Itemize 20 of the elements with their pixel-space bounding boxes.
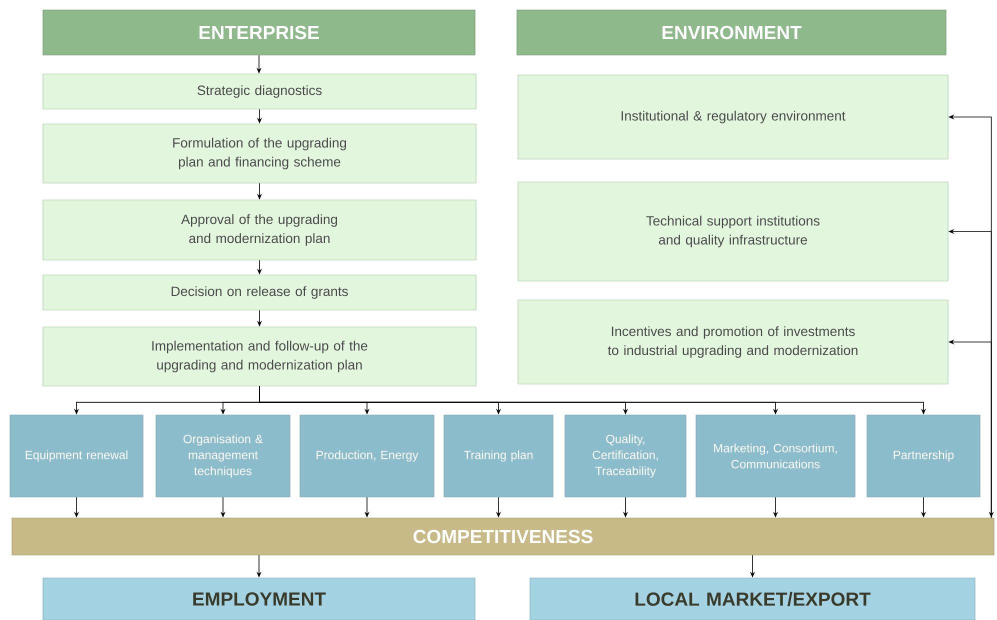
process-box: Approval of the upgrading and modernization plan: [42, 200, 476, 260]
header-bar: ENVIRONMENT: [516, 10, 946, 56]
action-box: Partnership: [866, 414, 980, 498]
result-bar: COMPETITIVENESS: [12, 518, 994, 556]
action-box: Equipment renewal: [10, 414, 144, 498]
process-box: Institutional & regulatory environment: [518, 74, 948, 160]
action-box: Marketing, Consortium, Communications: [696, 414, 856, 498]
action-box: Training plan: [444, 414, 554, 498]
outcome-bar: EMPLOYMENT: [42, 578, 476, 620]
process-box: Incentives and promotion of investments to industrial upgrading and modernization: [518, 300, 948, 384]
process-box: Formulation of the upgrading plan and financing scheme: [42, 124, 476, 184]
process-box: Implementation and follow-up of the upgrading and modernization plan: [42, 326, 476, 386]
action-box: Production, Energy: [300, 414, 434, 498]
action-box: Organisation & management techniques: [156, 414, 290, 498]
process-box: Technical support institutions and quality infrastructure: [518, 182, 948, 282]
process-box: Decision on release of grants: [42, 274, 476, 310]
action-box: Quality, Certification, Traceability: [564, 414, 686, 498]
header-bar: ENTERPRISE: [42, 10, 476, 56]
outcome-bar: LOCAL MARKET/EXPORT: [530, 578, 976, 620]
process-box: Strategic diagnostics: [42, 74, 476, 110]
